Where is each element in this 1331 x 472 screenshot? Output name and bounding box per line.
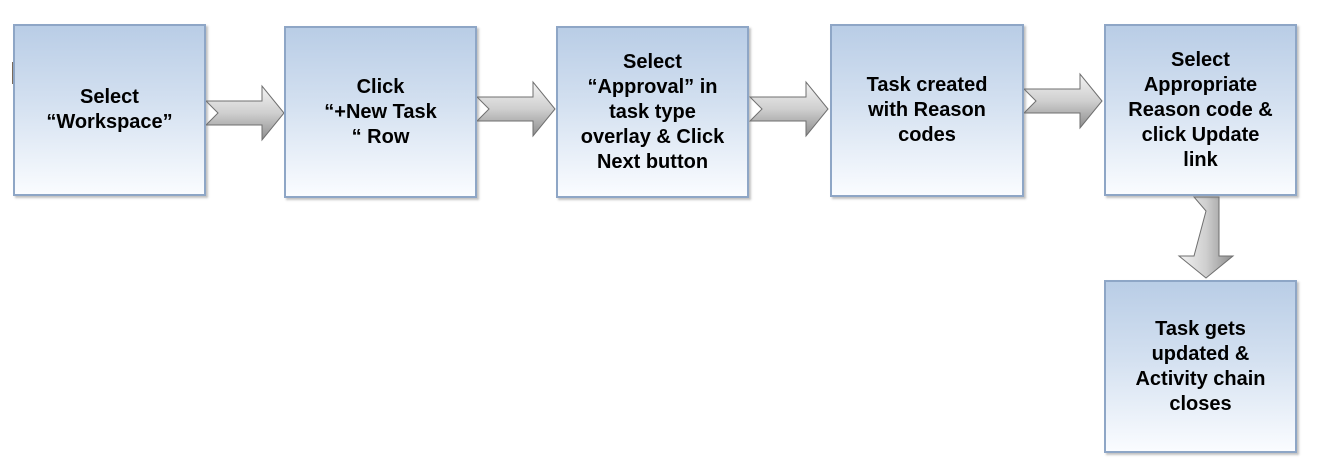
step-task-created: Task created with Reason codes bbox=[830, 24, 1024, 197]
arrow-5-to-6 bbox=[1177, 196, 1235, 279]
step-label: Task created with Reason codes bbox=[866, 74, 988, 146]
step-select-workspace: Select “Workspace” bbox=[13, 24, 206, 196]
step-click-new-task-row: Click “+New Task “ Row bbox=[284, 26, 477, 198]
step-label: Select “Workspace” bbox=[46, 86, 173, 133]
arrow-1-to-2 bbox=[204, 84, 285, 142]
arrow-4-to-5 bbox=[1022, 72, 1103, 130]
step-label: Task gets updated & Activity chain close… bbox=[1135, 317, 1266, 415]
step-label: Click “+New Task “ Row bbox=[324, 75, 437, 148]
step-task-updated: Task gets updated & Activity chain close… bbox=[1104, 280, 1297, 453]
arrow-2-to-3 bbox=[475, 80, 556, 138]
step-select-approval: Select “Approval” in task type overlay &… bbox=[556, 26, 749, 198]
step-select-reason-code: Select Appropriate Reason code & click U… bbox=[1104, 24, 1297, 196]
step-label: Select Appropriate Reason code & click U… bbox=[1128, 48, 1273, 171]
arrow-3-to-4 bbox=[748, 80, 829, 138]
step-label: Select “Approval” in task type overlay &… bbox=[580, 50, 725, 173]
